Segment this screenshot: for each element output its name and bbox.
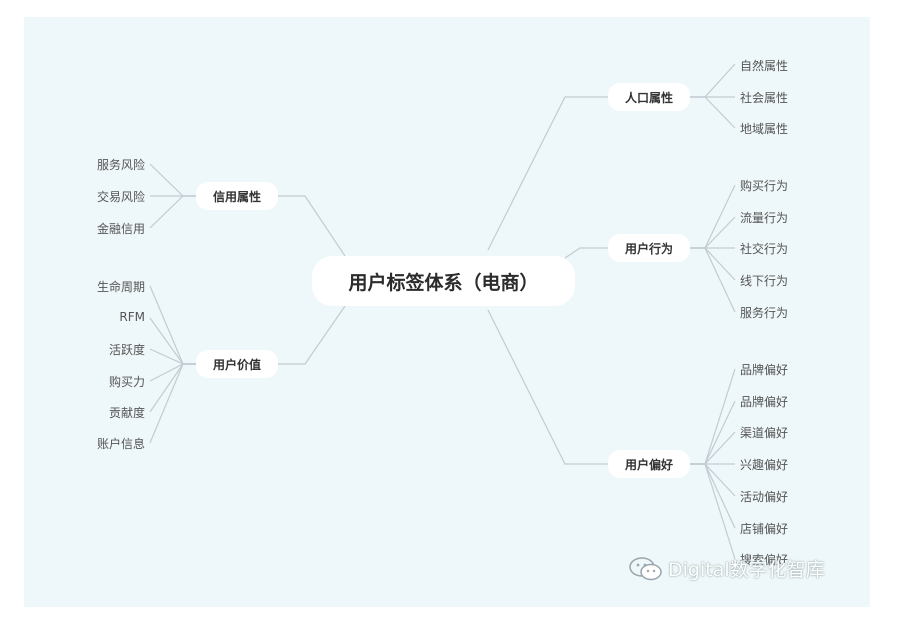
leaf-pianhao-2[interactable]: 品牌偏好 bbox=[740, 395, 789, 409]
leaf-jiazhi-6[interactable]: 账户信息 bbox=[96, 437, 145, 451]
leaf-jiazhi-4[interactable]: 购买力 bbox=[108, 375, 145, 389]
leaf-pianhao-3[interactable]: 渠道偏好 bbox=[740, 426, 789, 440]
link-renkou-3 bbox=[690, 96, 736, 129]
watermark-text: Digital数字化智库 bbox=[668, 559, 825, 581]
root-node[interactable]: 用户标签体系（电商） bbox=[312, 256, 575, 306]
leaf-xingwei-2[interactable]: 流量行为 bbox=[740, 211, 789, 225]
leaf-xinyong-3[interactable]: 金融信用 bbox=[96, 222, 145, 236]
branch-node-renkou[interactable]: 人口属性 bbox=[608, 83, 690, 111]
branch-node-xingwei[interactable]: 用户行为 bbox=[608, 234, 690, 262]
leaf-jiazhi-3[interactable]: 活跃度 bbox=[108, 343, 145, 357]
watermark: Digital数字化智库 bbox=[628, 555, 825, 582]
link-xinyong-1 bbox=[149, 163, 198, 197]
wechat-icon bbox=[629, 556, 662, 580]
mindmap-canvas bbox=[24, 17, 870, 607]
leaf-xingwei-4[interactable]: 线下行为 bbox=[740, 274, 789, 288]
link-pianhao-2 bbox=[690, 400, 736, 465]
leaf-jiazhi-1[interactable]: 生命周期 bbox=[96, 280, 145, 294]
leaf-jiazhi-5[interactable]: 贡献度 bbox=[108, 406, 145, 420]
leaf-xinyong-2[interactable]: 交易风险 bbox=[96, 190, 145, 204]
leaf-xinyong-1[interactable]: 服务风险 bbox=[96, 158, 145, 172]
leaf-pianhao-6[interactable]: 店铺偏好 bbox=[740, 522, 789, 536]
link-root-xingwei bbox=[564, 247, 608, 259]
link-jiazhi-4 bbox=[149, 363, 198, 382]
link-pianhao-7 bbox=[690, 463, 736, 560]
leaf-pianhao-7[interactable]: 搜索偏好 bbox=[740, 553, 789, 567]
link-pianhao-6 bbox=[690, 463, 736, 529]
link-root-xinyong bbox=[278, 195, 346, 257]
link-jiazhi-6 bbox=[149, 363, 198, 444]
link-xinyong-3 bbox=[149, 195, 198, 229]
leaf-renkou-1[interactable]: 自然属性 bbox=[740, 59, 789, 73]
link-jiazhi-2 bbox=[149, 317, 198, 365]
leaf-pianhao-5[interactable]: 活动偏好 bbox=[740, 490, 789, 504]
leaf-xingwei-3[interactable]: 社交行为 bbox=[740, 242, 789, 256]
leaf-xingwei-1[interactable]: 购买行为 bbox=[740, 179, 789, 193]
leaf-pianhao-1[interactable]: 品牌偏好 bbox=[740, 363, 789, 377]
link-root-renkou bbox=[487, 96, 608, 251]
link-root-pianhao bbox=[487, 309, 608, 465]
link-xingwei-5 bbox=[690, 247, 736, 313]
link-xingwei-1 bbox=[690, 184, 736, 249]
branch-node-pianhao[interactable]: 用户偏好 bbox=[608, 450, 690, 478]
link-root-jiazhi bbox=[278, 305, 346, 365]
leaf-renkou-2[interactable]: 社会属性 bbox=[740, 91, 789, 105]
link-jiazhi-5 bbox=[149, 363, 198, 413]
leaf-pianhao-4[interactable]: 兴趣偏好 bbox=[740, 458, 789, 472]
leaf-renkou-3[interactable]: 地域属性 bbox=[740, 122, 789, 136]
branch-node-xinyong[interactable]: 信用属性 bbox=[196, 182, 278, 210]
branch-node-jiazhi[interactable]: 用户价值 bbox=[196, 350, 278, 378]
leaf-xingwei-5[interactable]: 服务行为 bbox=[740, 306, 789, 320]
leaf-jiazhi-2[interactable]: RFM bbox=[119, 310, 145, 324]
link-renkou-1 bbox=[690, 63, 736, 98]
